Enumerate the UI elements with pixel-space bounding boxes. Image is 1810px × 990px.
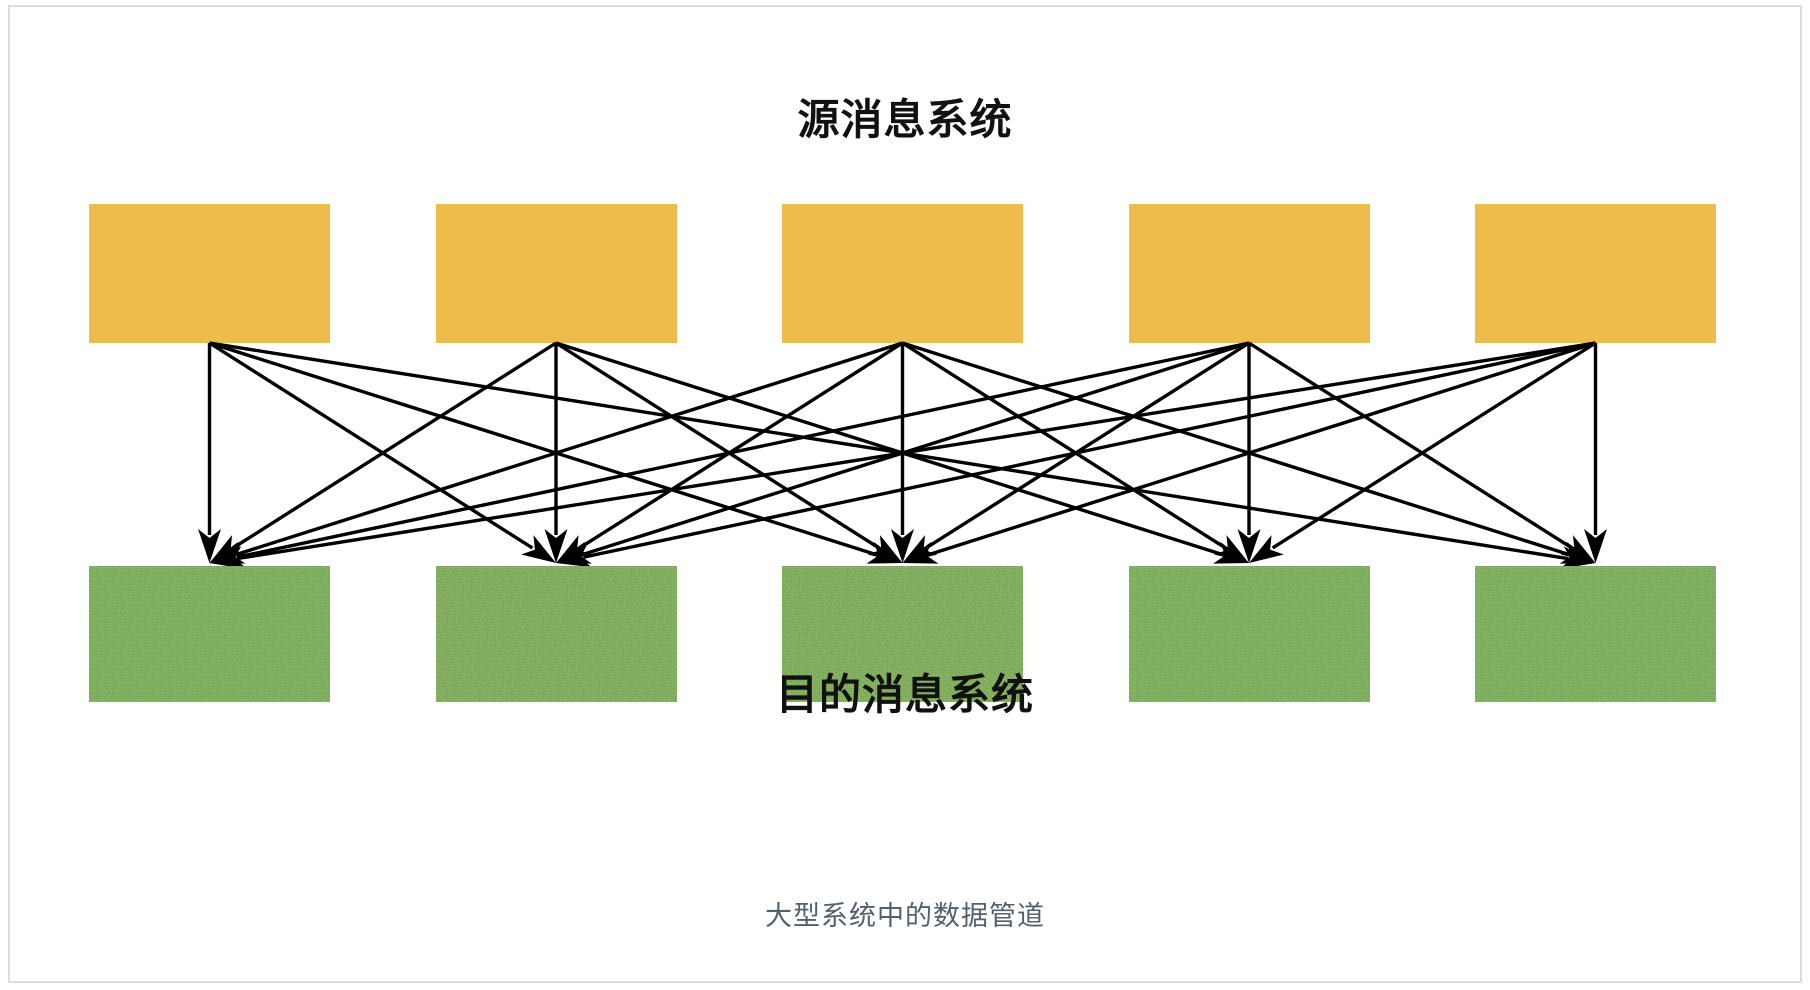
arrow-head	[209, 544, 246, 568]
arrow-shaft	[236, 341, 1250, 559]
pipeline-arrow	[1248, 341, 1596, 563]
pipeline-arrow	[555, 341, 903, 563]
arrow-shaft	[1248, 341, 1573, 550]
arrow-shaft	[582, 341, 1250, 557]
arrow-shaft	[1271, 341, 1597, 550]
source-node[interactable]	[89, 204, 330, 343]
arrow-shaft	[901, 341, 1570, 557]
source-node[interactable]	[435, 204, 677, 343]
pipeline-arrow	[209, 341, 1596, 570]
arrow-head	[544, 529, 568, 563]
arrow-head	[1559, 541, 1596, 564]
pipeline-arrow	[209, 341, 904, 564]
arrow-shaft	[236, 341, 1596, 561]
arrow-head	[867, 535, 903, 563]
arrow-head	[1213, 541, 1249, 564]
arrow-head	[556, 541, 592, 564]
arrow-head	[556, 544, 592, 568]
arrow-head	[1584, 529, 1607, 563]
arrow-shaft	[583, 341, 1596, 559]
pipeline-arrow	[208, 341, 903, 564]
source-system-title: 源消息系统	[797, 95, 1013, 144]
source-node[interactable]	[782, 204, 1023, 343]
pipeline-arrow	[902, 341, 1597, 564]
arrow-shaft	[555, 341, 1223, 557]
arrow-head	[209, 541, 246, 564]
arrow-head	[891, 529, 914, 563]
pipeline-arrow	[544, 343, 568, 563]
arrow-head	[902, 535, 938, 563]
arrow-head	[1560, 535, 1596, 563]
arrow-shaft	[232, 341, 557, 550]
sink-node[interactable]	[89, 566, 330, 702]
pipeline-arrow	[209, 341, 557, 563]
arrow-shaft	[901, 341, 1227, 550]
pipeline-arrow	[555, 341, 1249, 564]
arrow-head	[1214, 535, 1249, 563]
pipeline-arrow	[556, 341, 1596, 568]
arrow-shaft	[209, 341, 1569, 561]
pipeline-arrow	[901, 341, 1249, 563]
figure-caption: 大型系统中的数据管道	[765, 901, 1045, 932]
sink-node[interactable]	[435, 566, 677, 702]
source-node[interactable]	[1128, 204, 1370, 343]
arrow-shaft	[208, 341, 877, 557]
pipeline-arrow	[556, 341, 1250, 564]
arrow-head	[556, 535, 591, 563]
arrow-head	[209, 535, 245, 563]
pipeline-arrow	[901, 341, 1596, 564]
pipeline-arrow	[1237, 343, 1261, 563]
arrow-head	[1249, 535, 1284, 563]
sink-node[interactable]	[782, 566, 1023, 702]
pipeline-arrow	[209, 341, 1596, 570]
slide-border	[8, 5, 1802, 983]
pipeline-arrow	[902, 341, 1250, 563]
pipeline-arrow	[556, 341, 904, 563]
pipeline-arrow	[1249, 341, 1597, 563]
pipeline-arrow	[198, 343, 221, 563]
arrow-head	[198, 529, 221, 563]
sink-node[interactable]	[1128, 566, 1370, 702]
sink-node[interactable]	[1475, 566, 1716, 702]
arrow-shaft	[208, 341, 534, 550]
arrow-head	[1237, 529, 1261, 563]
arrow-shaft	[578, 341, 904, 550]
arrow-shaft	[928, 341, 1597, 557]
arrow-head	[521, 535, 556, 563]
pipeline-arrow	[209, 341, 1250, 568]
arrow-head	[866, 541, 903, 564]
arrow-shaft	[555, 341, 880, 550]
pipeline-arrow	[208, 341, 556, 563]
arrow-head	[902, 541, 939, 564]
destination-system-title: 目的消息系统	[775, 670, 1034, 719]
pipeline-arrow	[891, 343, 914, 563]
arrow-shaft	[235, 341, 904, 557]
pipeline-arrow	[1584, 343, 1607, 563]
source-node[interactable]	[1475, 204, 1716, 343]
arrow-shaft	[925, 341, 1250, 550]
